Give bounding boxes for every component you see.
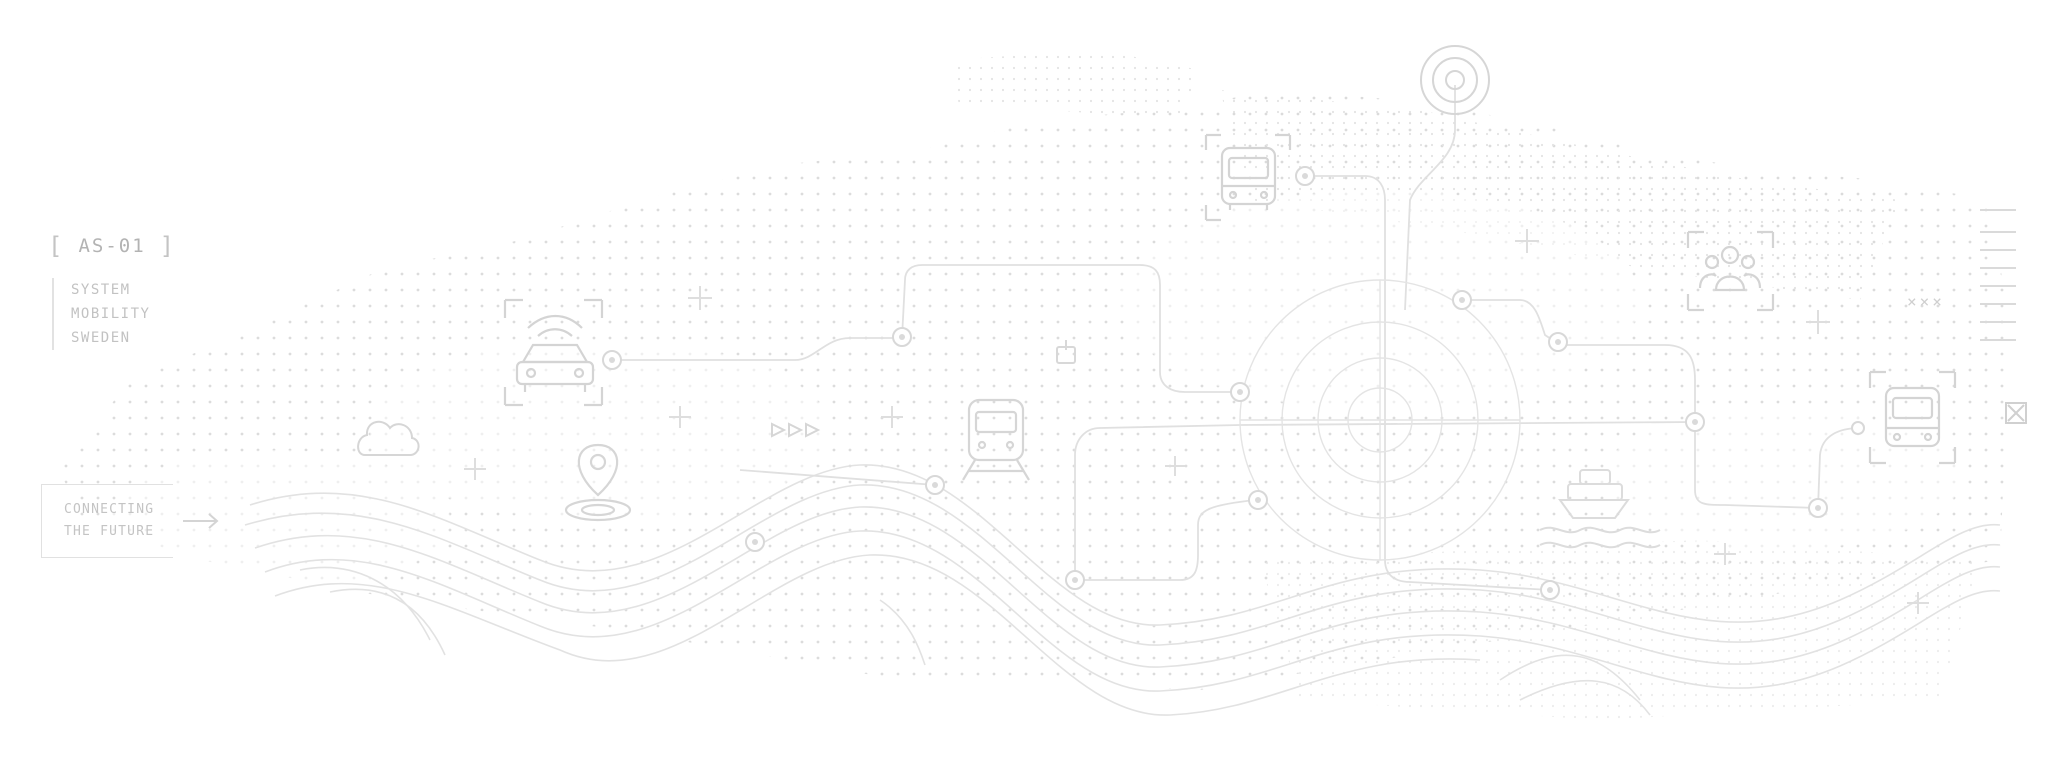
cta-line-1: CONNECTING [64,502,155,517]
system-info-lines: SYSTEM MOBILITY SWEDEN [52,278,176,350]
system-code: [ AS-01 ] [48,232,176,260]
people-group-icon [1686,230,1775,312]
system-code-text: AS-01 [78,235,146,257]
info-line-2: MOBILITY [71,306,151,322]
plug-icon [1056,340,1076,364]
chevron-arrows-icon [771,422,821,438]
signal-beacon-icon [1420,45,1490,115]
route-lines [612,85,1861,591]
bus-icon-right [1868,370,1957,465]
bus-icon [1204,133,1292,222]
bracket-close: ] [159,232,177,260]
cta-line-2: THE FUTURE [64,524,155,539]
close-box-icon [2005,402,2027,424]
route-node-cores [609,173,1821,593]
right-lines [1980,209,2016,341]
system-label-block: [ AS-01 ] SYSTEM MOBILITY SWEDEN [48,232,176,350]
x-marks: ××× [1907,292,1945,311]
dot-field [60,50,2010,720]
cloud-icon [357,420,420,456]
wave-lines [244,464,2001,716]
connecting-future-link[interactable]: CONNECTING THE FUTURE [41,484,173,558]
location-pin-icon [564,443,632,522]
car-icon [503,298,604,407]
info-line-3: SWEDEN [71,330,131,346]
arrow-right-icon [183,513,219,529]
bracket-open: [ [48,232,65,260]
plus-marks [464,229,1929,614]
train-icon [962,398,1030,481]
target-circles [1239,279,1521,561]
ferry-icon [1539,469,1661,549]
info-line-1: SYSTEM [71,282,131,298]
